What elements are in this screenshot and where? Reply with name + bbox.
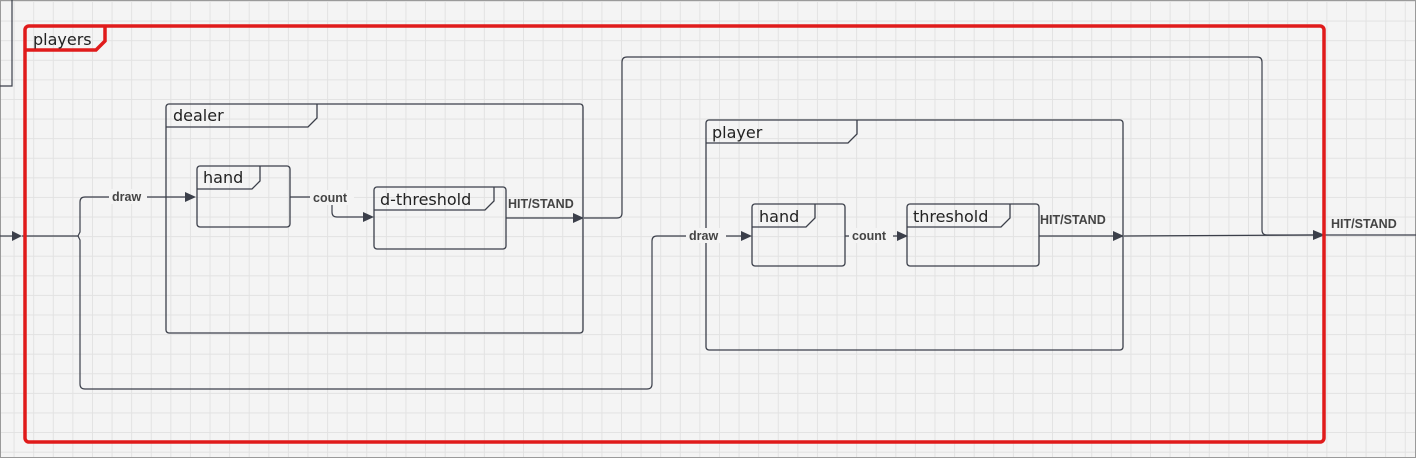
player-frame[interactable] bbox=[705, 119, 1124, 351]
input-arrowhead bbox=[12, 231, 22, 241]
dealer-hand-title: hand bbox=[203, 168, 243, 187]
player-count-arrowhead bbox=[897, 231, 908, 241]
player-draw-arrowhead bbox=[741, 231, 752, 241]
dealer-threshold-tab bbox=[374, 187, 495, 211]
dealer-draw-arrowhead bbox=[185, 192, 196, 202]
player-output-label: HIT/STAND bbox=[1040, 213, 1106, 227]
dealer-threshold-box[interactable] bbox=[373, 186, 507, 250]
offscreen-connector bbox=[0, 0, 13, 87]
dealer-threshold-title: d-threshold bbox=[380, 190, 471, 209]
dealer-draw-wire[interactable] bbox=[77, 196, 186, 237]
dealer-hand-tab bbox=[197, 166, 261, 190]
player-hand-tab bbox=[752, 204, 816, 228]
player-draw-wire[interactable] bbox=[77, 235, 742, 390]
player-hand-title: hand bbox=[759, 207, 799, 226]
dealer-output-label: HIT/STAND bbox=[508, 197, 574, 211]
player-title: player bbox=[712, 123, 763, 142]
dealer-output-arrowhead bbox=[573, 213, 584, 223]
dealer-title: dealer bbox=[173, 106, 224, 125]
final-output-arrowhead bbox=[1313, 230, 1325, 240]
player-tab bbox=[706, 120, 858, 144]
player-hand-box[interactable] bbox=[751, 203, 846, 267]
dealer-tab bbox=[166, 104, 318, 128]
players-tab bbox=[25, 26, 107, 52]
dealer-frame[interactable] bbox=[165, 103, 584, 334]
player-output-arrowhead bbox=[1113, 231, 1124, 241]
dealer-hand-box[interactable] bbox=[196, 165, 291, 228]
dealer-draw-label: draw bbox=[112, 190, 141, 204]
player-threshold-tab bbox=[907, 204, 1011, 228]
player-draw-label: draw bbox=[689, 229, 718, 243]
player-threshold-title: threshold bbox=[913, 207, 988, 226]
players-title: players bbox=[33, 30, 92, 49]
player-result-route[interactable] bbox=[1123, 234, 1315, 237]
player-threshold-box[interactable] bbox=[906, 203, 1040, 267]
players-frame[interactable] bbox=[23, 24, 1326, 444]
dealer-result-route[interactable] bbox=[584, 56, 1314, 236]
player-count-label: count bbox=[852, 229, 887, 243]
dealer-count-label: count bbox=[313, 191, 348, 205]
final-output-label: HIT/STAND bbox=[1331, 217, 1397, 231]
dealer-count-arrowhead bbox=[363, 212, 374, 222]
